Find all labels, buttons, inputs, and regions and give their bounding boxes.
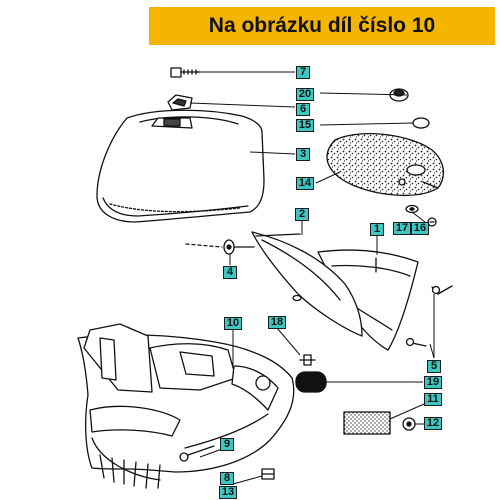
part-9-bolt	[179, 445, 215, 462]
callout-9[interactable]: 9	[220, 438, 234, 451]
part-5-screws	[405, 285, 453, 347]
callout-4[interactable]: 4	[223, 266, 237, 279]
part-16-screw	[427, 217, 437, 227]
part-18-screw	[299, 354, 316, 366]
callout-10[interactable]: 10	[224, 317, 242, 330]
part-2-side-panel	[251, 231, 363, 337]
leader-lines	[189, 71, 435, 485]
callout-2[interactable]: 2	[295, 208, 309, 221]
callout-3[interactable]: 3	[296, 148, 310, 161]
callout-16[interactable]: 16	[411, 222, 429, 235]
title-text: Na obrázku díl číslo 10	[208, 14, 436, 37]
callout-18[interactable]: 18	[268, 316, 286, 329]
callout-5[interactable]: 5	[427, 360, 441, 373]
part-14-foam-pad	[326, 133, 444, 197]
part-11-rear-reflector	[343, 411, 391, 435]
callout-17[interactable]: 17	[393, 222, 411, 235]
part-10-rear-mudguard	[77, 323, 295, 489]
callout-13[interactable]: 13	[219, 486, 237, 499]
callout-1[interactable]: 1	[370, 223, 384, 236]
part-3-upper-cover	[96, 109, 265, 223]
part-12-nut	[402, 417, 416, 431]
callout-15[interactable]: 15	[296, 119, 314, 132]
callout-20[interactable]: 20	[296, 88, 314, 101]
callout-7[interactable]: 7	[296, 66, 310, 79]
part-7-screw	[170, 67, 201, 78]
callout-12[interactable]: 12	[424, 417, 442, 430]
part-17-washer	[405, 204, 419, 214]
title-banner: Na obrázku díl číslo 10	[149, 7, 495, 45]
part-13-clip	[261, 468, 275, 480]
part-6-clip	[167, 94, 193, 111]
callout-14[interactable]: 14	[296, 177, 314, 190]
callout-8[interactable]: 8	[220, 472, 234, 485]
part-4-bolt	[185, 239, 255, 255]
part-19-reflector	[295, 371, 327, 393]
callout-11[interactable]: 11	[424, 393, 442, 406]
part-15-ring	[412, 117, 430, 129]
callout-19[interactable]: 19	[424, 376, 442, 389]
callout-6[interactable]: 6	[296, 103, 310, 116]
